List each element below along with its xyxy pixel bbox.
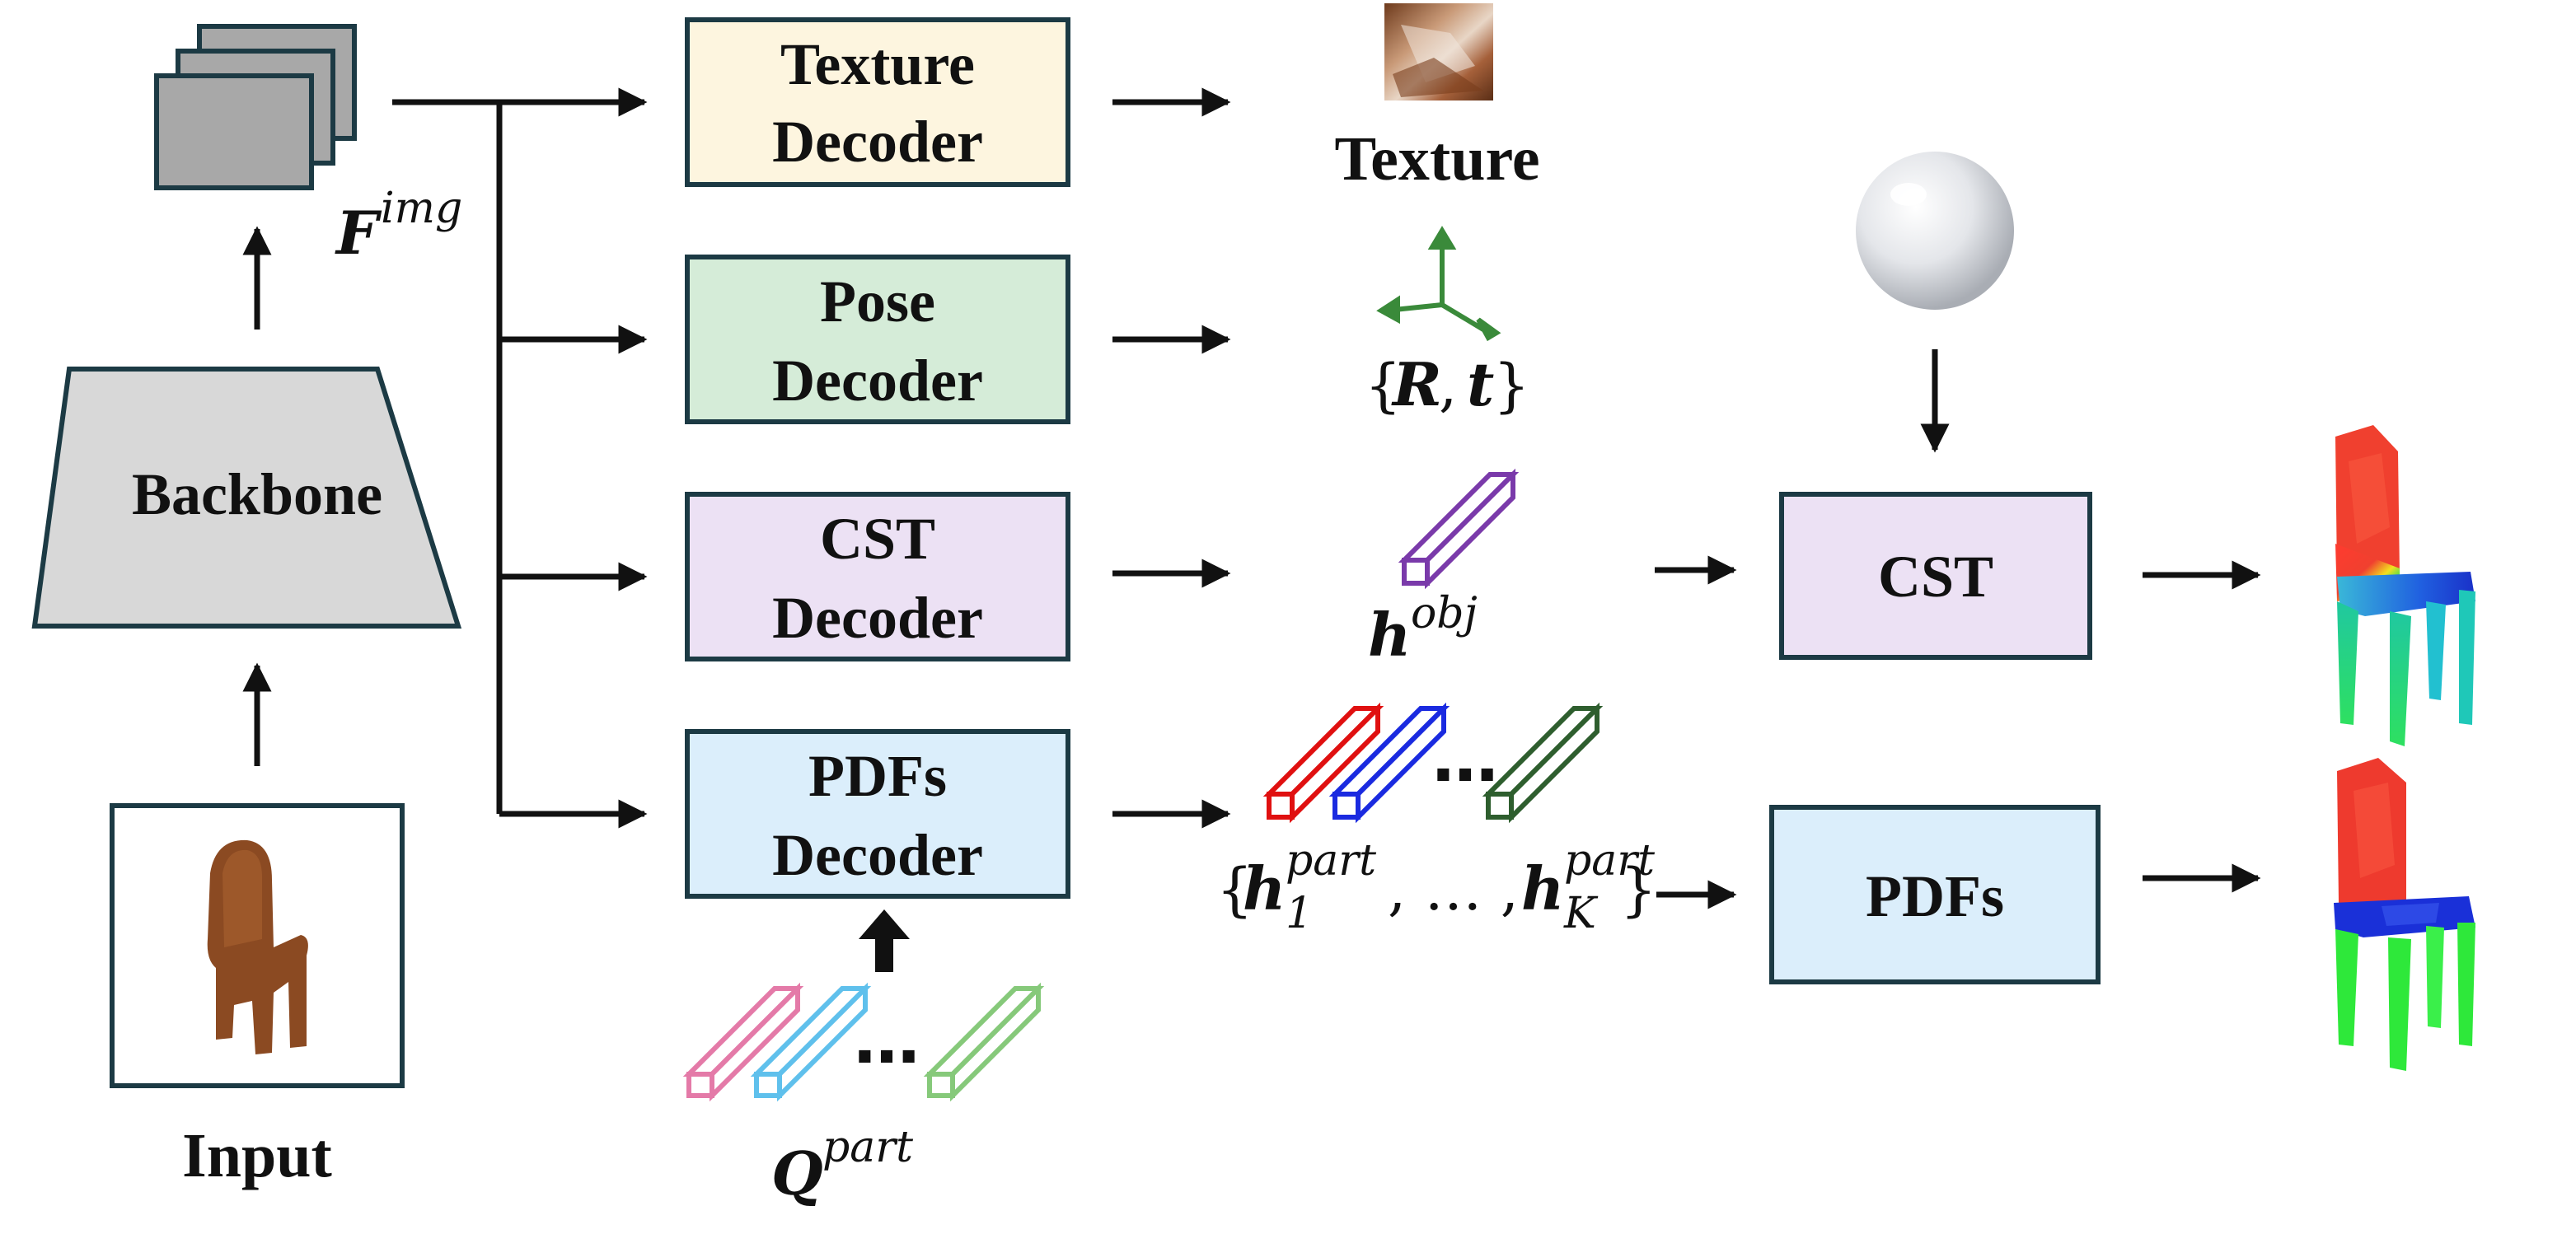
cst-block: CST: [1779, 492, 2092, 660]
svg-text:obj: obj: [1411, 589, 1478, 638]
svg-text:t: t: [1467, 349, 1494, 419]
query-vector-pink: [682, 982, 804, 1102]
texture-output-label: Texture: [1334, 124, 1539, 194]
pose-decoder-box: Pose Decoder: [685, 255, 1070, 424]
query-vector-green: [923, 982, 1045, 1102]
svg-text:h: h: [1521, 853, 1564, 923]
svg-text:Decoder: Decoder: [772, 109, 983, 175]
feature-maps-icon: [154, 24, 357, 190]
svg-text:part: part: [1286, 836, 1376, 886]
reconstructed-chair-pdfs: [2334, 758, 2475, 1071]
svg-text:, … ,: , … ,: [1388, 856, 1519, 923]
svg-text:Decoder: Decoder: [772, 348, 983, 414]
sphere-template: [1856, 152, 2014, 310]
texture-output: Texture: [1334, 3, 1540, 194]
input-chair-image: [207, 839, 308, 1054]
svg-text:h: h: [1243, 853, 1286, 923]
svg-text:Q: Q: [771, 1138, 823, 1208]
object-code-vector: [1398, 468, 1520, 590]
part-code-vector-blue: [1328, 702, 1450, 824]
query-symbol: Q part: [771, 1123, 913, 1208]
pose-output: { R , t }: [1365, 226, 1530, 419]
pose-axes-icon: [1376, 226, 1501, 342]
object-code-output: h obj: [1368, 468, 1520, 670]
svg-text:{: {: [1216, 856, 1253, 923]
svg-text:part: part: [1564, 836, 1655, 886]
part-codes-symbol: { h part 1 , … , h part K }: [1216, 836, 1657, 938]
input-block: Input: [110, 803, 405, 1190]
svg-text:}: }: [1620, 856, 1657, 923]
part-codes-output: … { h part 1 , … , h part K }: [1216, 702, 1657, 938]
arrow-queries-to-pdfs-decoder: [859, 909, 910, 972]
svg-text:Texture: Texture: [780, 31, 975, 97]
texture-decoder-box: Texture Decoder: [685, 17, 1070, 187]
svg-text:part: part: [822, 1123, 913, 1172]
part-code-vector-red: [1262, 702, 1384, 824]
query-vector-cyan: [750, 982, 872, 1102]
part-query-vectors: …: [682, 982, 1045, 1102]
backbone-label: Backbone: [132, 461, 382, 527]
svg-text:Pose: Pose: [820, 269, 935, 334]
svg-text:K: K: [1563, 889, 1599, 938]
backbone-trapezoid: [31, 367, 462, 629]
object-code-symbol: h obj: [1368, 589, 1478, 670]
svg-text:1: 1: [1286, 889, 1313, 938]
pose-symbol: { R , t }: [1365, 349, 1530, 419]
backbone-block: Backbone: [31, 367, 462, 629]
feature-trunk: [392, 99, 503, 814]
svg-text:h: h: [1368, 600, 1411, 670]
svg-text:PDFs: PDFs: [808, 743, 947, 809]
part-code-vector-dark-green: [1482, 702, 1604, 824]
cst-decoder-box: CST Decoder: [685, 492, 1070, 661]
svg-text:{: {: [1365, 352, 1402, 419]
part-code-dots: …: [1432, 720, 1498, 797]
pdfs-decoder-box: PDFs Decoder: [685, 729, 1070, 899]
query-dots: …: [854, 1002, 920, 1078]
svg-text:F: F: [335, 198, 382, 268]
svg-text:Decoder: Decoder: [772, 585, 983, 651]
svg-text:img: img: [381, 184, 462, 233]
svg-text:PDFs: PDFs: [1866, 863, 2004, 929]
svg-text:Decoder: Decoder: [772, 822, 983, 888]
svg-text:R: R: [1391, 349, 1442, 419]
svg-text:,: ,: [1439, 352, 1457, 419]
feature-symbol: F img: [335, 184, 462, 268]
pdfs-block: PDFs: [1769, 805, 2101, 984]
reconstructed-chair-cst: [2335, 425, 2475, 746]
svg-text:CST: CST: [1878, 544, 1993, 610]
input-label: Input: [182, 1121, 332, 1190]
svg-text:CST: CST: [820, 506, 935, 572]
svg-text:}: }: [1493, 352, 1530, 419]
